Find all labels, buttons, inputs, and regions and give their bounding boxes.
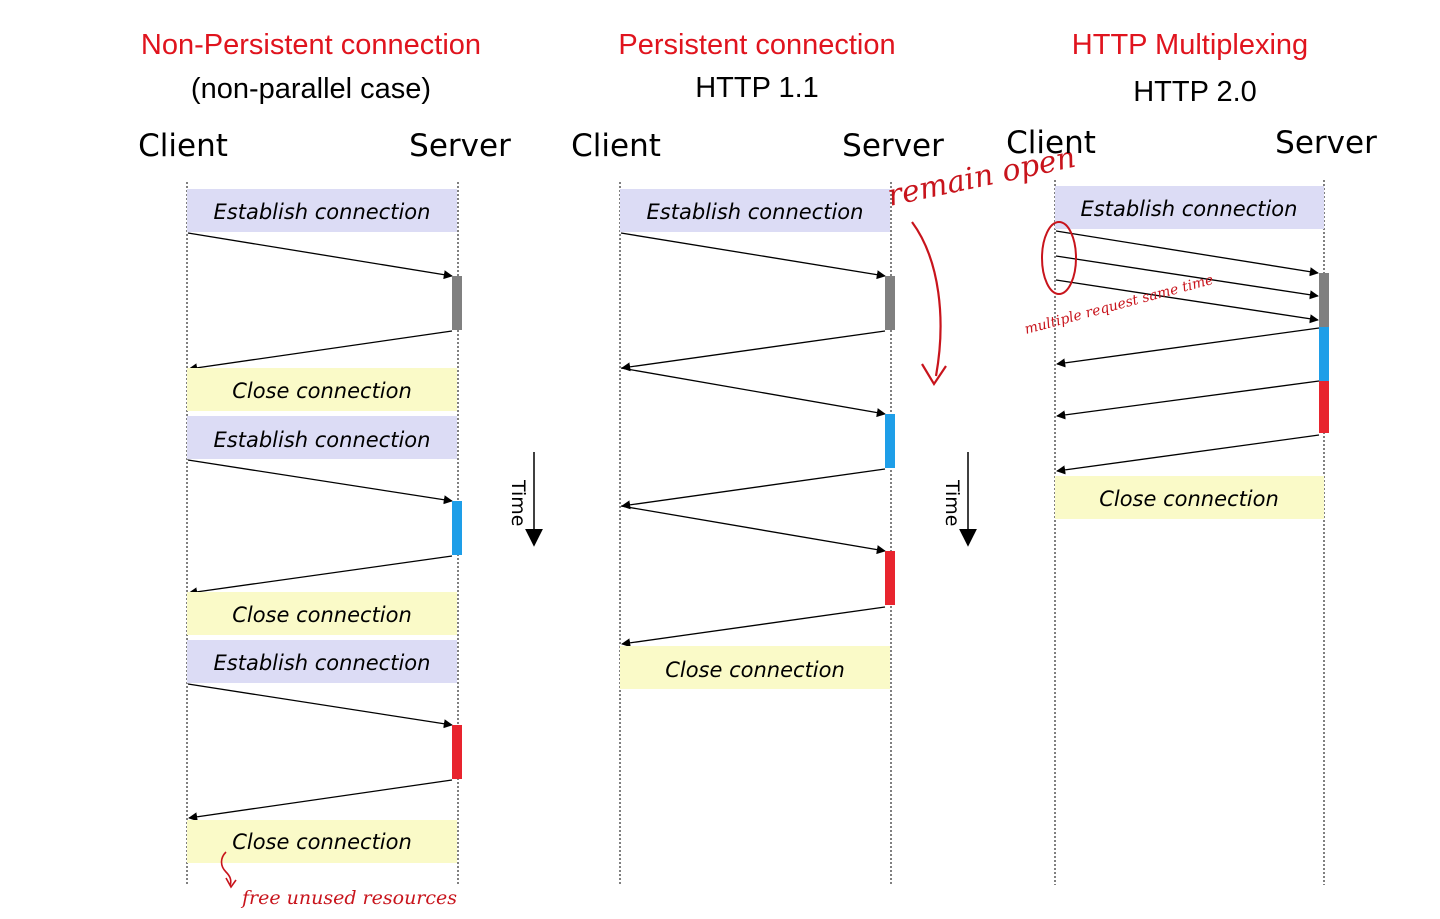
- svg-text:Close connection: Close connection: [1099, 487, 1279, 511]
- multiple-request-annotation: multiple request same time: [1023, 221, 1215, 338]
- panel-title: Non-Persistent connection: [141, 29, 481, 61]
- server-bar-gray: [1319, 273, 1329, 327]
- request-arrow: [187, 232, 453, 280]
- server-bar-gray: [452, 276, 462, 330]
- response-arrow: [621, 468, 886, 510]
- request-arrow: [620, 505, 886, 555]
- response-arrow: [621, 330, 886, 372]
- svg-text:Establish connection: Establish connection: [647, 200, 864, 224]
- free-resources-annotation: free unused resources: [220, 851, 457, 909]
- response-arrow: [1056, 327, 1320, 368]
- svg-text:multiple request same time: multiple request same time: [1023, 272, 1215, 338]
- svg-text:Establish connection: Establish connection: [214, 651, 431, 675]
- close-box: Close connection: [620, 646, 890, 689]
- establish-box: Establish connection: [187, 189, 457, 232]
- server-bar-blue: [452, 501, 462, 555]
- panel-subtitle: (non-parallel case): [191, 73, 431, 105]
- time-label: Time: [941, 479, 963, 527]
- request-arrow: [1055, 279, 1319, 324]
- close-box: Close connection: [1055, 476, 1324, 519]
- response-arrow: [1056, 434, 1320, 475]
- svg-text:Close connection: Close connection: [232, 830, 412, 854]
- request-arrow: [1055, 230, 1319, 277]
- panel-title: HTTP Multiplexing: [1072, 29, 1308, 61]
- server-bar-red: [1319, 381, 1329, 433]
- establish-box: Establish connection: [1055, 186, 1324, 229]
- server-bar-blue: [885, 414, 895, 468]
- request-arrow: [187, 459, 453, 505]
- request-arrow: [620, 232, 886, 280]
- response-arrow: [188, 779, 453, 822]
- server-bar-red: [885, 551, 895, 605]
- server-bar-gray: [885, 276, 895, 330]
- svg-text:free unused resources: free unused resources: [240, 887, 457, 909]
- establish-box: Establish connection: [187, 640, 457, 683]
- server-label: Server: [842, 128, 944, 164]
- panel-subtitle: HTTP 2.0: [1133, 76, 1257, 108]
- establish-box: Establish connection: [620, 189, 890, 232]
- server-label: Server: [1275, 125, 1377, 161]
- request-arrow: [187, 683, 453, 729]
- svg-text:Establish connection: Establish connection: [1081, 197, 1298, 221]
- close-box: Close connection: [187, 368, 457, 411]
- establish-box: Establish connection: [187, 416, 457, 459]
- svg-text:Establish connection: Establish connection: [214, 200, 431, 224]
- svg-text:Close connection: Close connection: [232, 379, 412, 403]
- server-label: Server: [409, 128, 511, 164]
- svg-text:Close connection: Close connection: [232, 603, 412, 627]
- svg-text:Establish connection: Establish connection: [214, 428, 431, 452]
- panel-title: Persistent connection: [618, 29, 895, 61]
- response-arrow: [188, 555, 453, 597]
- client-label: Client: [138, 128, 228, 164]
- server-bar-blue: [1319, 327, 1329, 381]
- svg-text:Close connection: Close connection: [665, 658, 845, 682]
- time-arrow: Time: [507, 452, 543, 547]
- response-arrow: [1056, 380, 1320, 420]
- time-arrow: Time: [941, 452, 977, 547]
- panel-non-persistent: Non-Persistent connection (non-parallel …: [138, 29, 511, 909]
- client-label: Client: [571, 128, 661, 164]
- response-arrow: [621, 606, 886, 648]
- request-arrow: [620, 367, 886, 418]
- close-box: Close connection: [187, 592, 457, 635]
- response-arrow: [188, 330, 453, 373]
- request-arrow: [1055, 255, 1319, 300]
- panel-persistent: Persistent connection HTTP 1.1 Client Se…: [571, 29, 1079, 885]
- panel-multiplexing: HTTP Multiplexing HTTP 2.0 Client Server…: [1006, 29, 1377, 885]
- remain-open-annotation: remain open: [884, 140, 1079, 387]
- time-label: Time: [507, 479, 529, 527]
- panel-subtitle: HTTP 1.1: [695, 72, 819, 104]
- server-bar-red: [452, 725, 462, 779]
- client-label: Client: [1006, 125, 1096, 161]
- close-box: Close connection: [187, 820, 457, 863]
